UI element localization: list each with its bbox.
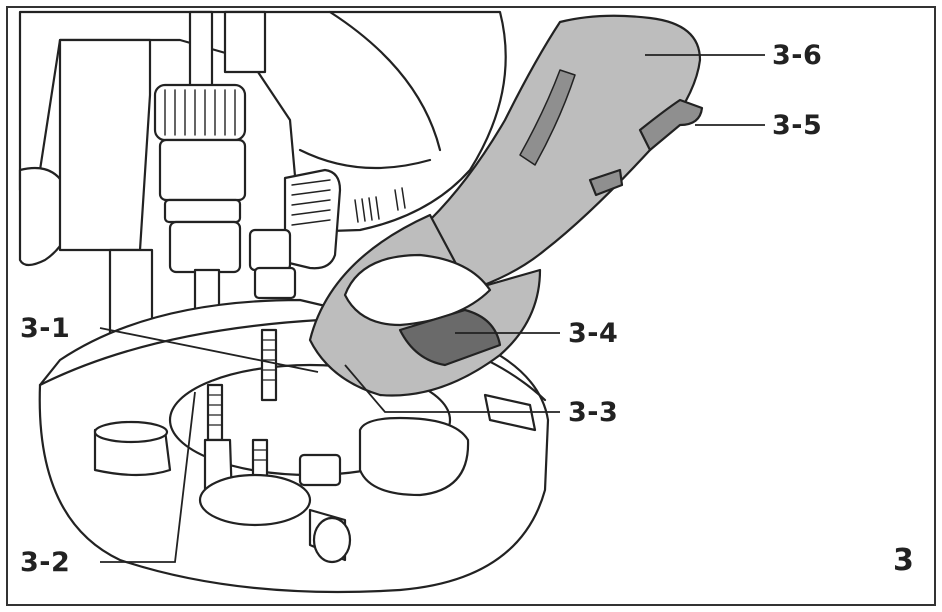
chip-deflector: [358, 416, 470, 497]
housing-contour: [298, 148, 432, 170]
callout-3-2: 3-2: [20, 547, 71, 578]
spanner-wrench: [308, 14, 704, 397]
callout-3-6: 3-6: [772, 40, 823, 71]
figure-frame: [6, 6, 936, 606]
callout-3-5: 3-5: [772, 110, 823, 141]
small-connector: [298, 453, 342, 487]
leader-lines: [99, 54, 765, 563]
wrench-jaw-pad: [398, 308, 502, 367]
callout-3-3: 3-3: [568, 397, 619, 428]
collar-lower: [158, 138, 247, 202]
leader-3-1: [99, 327, 319, 373]
wrench-jaw-opening: [343, 253, 492, 327]
vent-slots: [354, 187, 406, 223]
release-lever-lower: [588, 168, 624, 197]
dust-nozzle-end: [312, 516, 352, 564]
wrench-handle: [428, 14, 702, 292]
knurled-collar: [153, 83, 247, 142]
callout-3-1: 3-1: [20, 313, 71, 344]
leader-3-3: [344, 364, 560, 413]
housing-ridge: [328, 10, 442, 152]
callout-3-4: 3-4: [568, 318, 619, 349]
knob-stem: [248, 228, 292, 272]
knob-nut: [253, 266, 297, 300]
knob-grip-lines: [291, 179, 331, 226]
column-housing: [58, 38, 152, 252]
collar-ring: [163, 198, 242, 224]
threaded-studs: [206, 328, 278, 482]
depth-stop-rod: [188, 10, 214, 94]
figure-number: 3: [893, 543, 914, 578]
stud-base-ring: [198, 473, 312, 527]
leader-3-2: [100, 391, 196, 563]
wrench-handle-shade: [519, 69, 576, 166]
release-lever: [638, 98, 704, 152]
collar-base: [168, 220, 242, 274]
scale-slider: [223, 10, 267, 74]
column-foot-top: [93, 420, 169, 444]
